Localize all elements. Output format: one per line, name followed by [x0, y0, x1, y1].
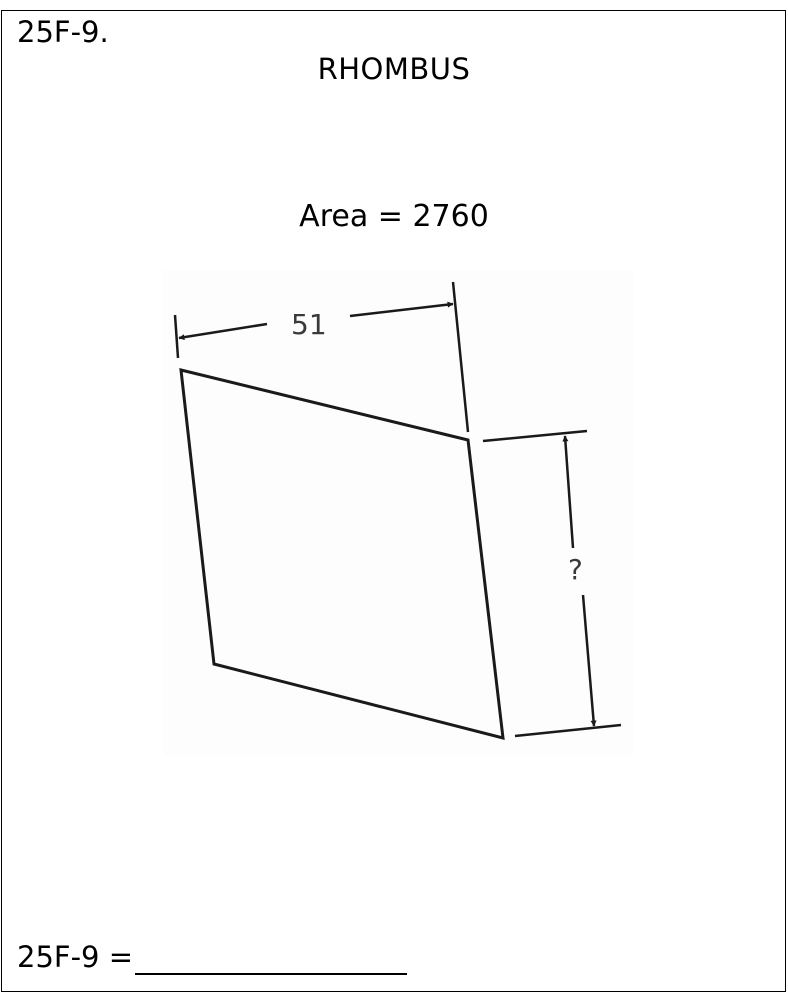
- page-frame: [1, 10, 786, 992]
- height-extension-bottom: [514, 723, 622, 738]
- height-unknown-label: ?: [568, 553, 583, 586]
- side-arrow-right: [349, 301, 454, 318]
- side-extension-right: [451, 281, 470, 433]
- height-arrow-bottom: [581, 594, 597, 727]
- area-equals: =: [377, 199, 403, 234]
- rhombus-figure: 51 ?: [163, 270, 633, 755]
- answer-row: 25F-9 =: [17, 939, 408, 975]
- area-statement: Area = 2760: [0, 198, 788, 236]
- answer-prompt: 25F-9 =: [17, 940, 134, 974]
- area-value: 2760: [412, 199, 489, 234]
- area-label: Area: [299, 199, 369, 234]
- side-length-label: 51: [291, 308, 327, 341]
- rhombus-shape: [179, 368, 505, 740]
- side-extension-left: [173, 314, 180, 359]
- side-arrow-left: [178, 322, 268, 341]
- problem-number: 25F-9.: [17, 15, 109, 49]
- height-arrow-top: [562, 435, 575, 549]
- rhombus-diagram: 51 ?: [173, 281, 622, 740]
- shape-title: RHOMBUS: [317, 52, 471, 86]
- answer-blank[interactable]: [135, 943, 408, 975]
- height-extension-top: [482, 429, 588, 443]
